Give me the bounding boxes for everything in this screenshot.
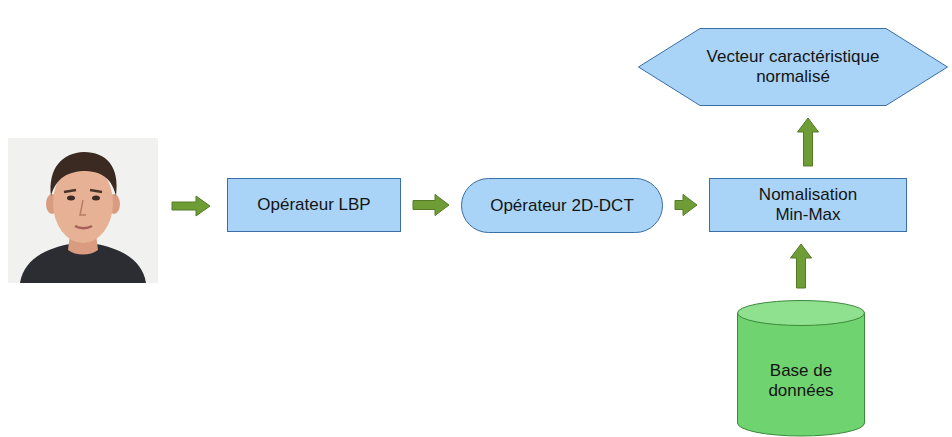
nose [80, 200, 86, 215]
eye [92, 196, 100, 201]
process-box: Opérateur LBP [227, 178, 401, 232]
flow-arrow [791, 244, 812, 288]
database-cylinder: Base de données [737, 300, 865, 436]
label-group: Nomalisation Min-Max [742, 185, 874, 224]
cylinder-body [738, 313, 865, 436]
flow-arrow [413, 195, 449, 216]
label-group: Base de données [753, 361, 849, 400]
cylinder-top [738, 301, 865, 326]
hair [51, 152, 117, 196]
node-label: Opérateur 2D-DCT [489, 196, 635, 216]
output-hexagon: Vecteur caractéristique normalisé [638, 28, 948, 106]
label-group: Opérateur 2D-DCT [489, 196, 635, 216]
input-arrow [172, 196, 210, 216]
flow-arrow [675, 195, 697, 216]
hexagon-fill [639, 29, 948, 106]
node-label: Base de données [753, 361, 849, 400]
eye [67, 196, 75, 201]
node-label: Nomalisation Min-Max [742, 185, 874, 224]
mouth [75, 226, 92, 228]
flow-arrow [798, 118, 819, 166]
photo-background [8, 138, 158, 283]
brow [90, 190, 102, 192]
process-box: Nomalisation Min-Max [709, 178, 907, 232]
process-pill: Opérateur 2D-DCT [461, 178, 663, 233]
node-label: Opérateur LBP [239, 195, 389, 215]
label-group: Vecteur caractéristique normalisé [686, 47, 901, 86]
label-group: Opérateur LBP [239, 195, 389, 215]
node-label: Vecteur caractéristique normalisé [686, 47, 901, 86]
brow [64, 190, 76, 192]
